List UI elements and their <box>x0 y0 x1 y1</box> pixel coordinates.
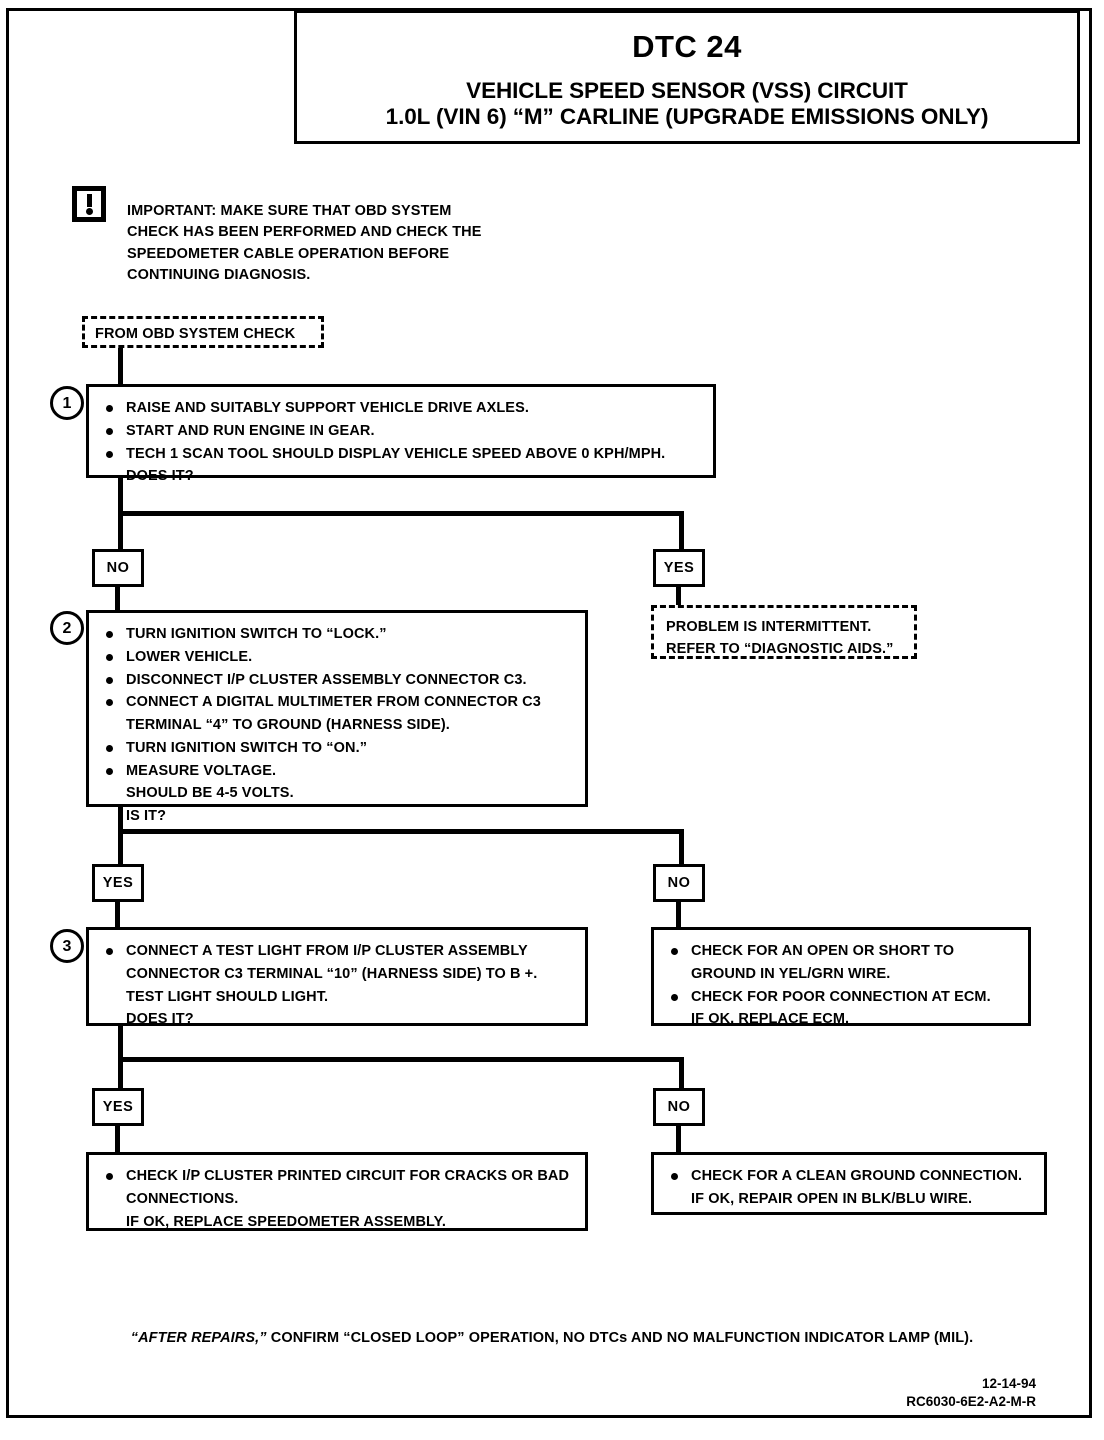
step1-box: RAISE AND SUITABLY SUPPORT VEHICLE DRIVE… <box>86 384 716 484</box>
connector-no1-to-step2 <box>115 587 120 612</box>
step2-bullet-2: LOWER VEHICLE. <box>101 647 575 669</box>
ecm-bullet-1-cont: GROUND IN YEL/GRN WIRE. <box>691 965 891 982</box>
cluster-bullet-1: CHECK I/P CLUSTER PRINTED CIRCUIT FOR CR… <box>101 1166 575 1188</box>
step-number-3: 3 <box>50 929 84 963</box>
connector-step2-to-no <box>679 829 684 866</box>
branch3-yes-label: YES <box>92 1088 144 1126</box>
branch1-no-label: NO <box>92 549 144 587</box>
step1-bullet-2: START AND RUN ENGINE IN GEAR. <box>101 421 703 443</box>
connector-entry-to-step1 <box>118 348 123 386</box>
entry-node-from-obd-system-check: FROM OBD SYSTEM CHECK <box>82 316 324 348</box>
cluster-bullet-1-cont: CONNECTIONS. <box>126 1190 239 1207</box>
connector-yes1-to-intermittent <box>676 587 681 607</box>
step2-bullet-4: CONNECT A DIGITAL MULTIMETER FROM CONNEC… <box>101 692 575 714</box>
cluster-check-box: CHECK I/P CLUSTER PRINTED CIRCUIT FOR CR… <box>86 1152 588 1231</box>
important-line-3: SPEEDOMETER CABLE OPERATION BEFORE <box>127 245 450 262</box>
step1-bullet-1: RAISE AND SUITABLY SUPPORT VEHICLE DRIVE… <box>101 398 703 420</box>
ground-bullet-1-cont: IF OK, REPAIR OPEN IN BLK/BLU WIRE. <box>691 1190 973 1207</box>
cluster-bullet-1-cont2: IF OK, REPLACE SPEEDOMETER ASSEMBLY. <box>126 1213 446 1230</box>
intermittent-box: PROBLEM IS INTERMITTENT. REFER TO “DIAGN… <box>651 605 917 659</box>
step3-box: CONNECT A TEST LIGHT FROM I/P CLUSTER AS… <box>86 927 588 1027</box>
step3-bullet-1-cont2: TEST LIGHT SHOULD LIGHT. <box>126 988 329 1005</box>
branch1-yes-label: YES <box>653 549 705 587</box>
ecm-bullet-2: CHECK FOR POOR CONNECTION AT ECM. <box>666 987 1018 1009</box>
page-border <box>6 8 1092 1418</box>
ecm-bullet-2-cont: IF OK, REPLACE ECM. <box>691 1011 850 1028</box>
header-subtitle-line2: 1.0L (VIN 6) “M” CARLINE (UPGRADE EMISSI… <box>385 104 989 130</box>
ground-check-box: CHECK FOR A CLEAN GROUND CONNECTION. IF … <box>651 1152 1047 1215</box>
step2-box: TURN IGNITION SWITCH TO “LOCK.” LOWER VE… <box>86 610 588 824</box>
connector-step2-horizontal <box>118 829 684 834</box>
connector-step1-to-yes <box>679 511 684 551</box>
step2-bullet-3: DISCONNECT I/P CLUSTER ASSEMBLY CONNECTO… <box>101 670 575 692</box>
exclamation-box-icon <box>72 186 106 222</box>
important-line-1: IMPORTANT: MAKE SURE THAT OBD SYSTEM <box>127 203 452 219</box>
branch2-no-label: NO <box>653 864 705 902</box>
branch2-yes-label: YES <box>92 864 144 902</box>
step-number-2: 2 <box>50 611 84 645</box>
connector-step1-horizontal <box>118 511 684 516</box>
connector-yes2-to-step3 <box>115 902 120 929</box>
dtc-code: DTC 24 <box>632 29 742 64</box>
after-repairs-rest: CONFIRM “CLOSED LOOP” OPERATION, NO DTCs… <box>266 1330 974 1346</box>
step-number-1: 1 <box>50 386 84 420</box>
step1-question: DOES IT? <box>126 468 194 485</box>
connector-step2-down <box>118 807 123 878</box>
important-line-4: CONTINUING DIAGNOSIS. <box>127 266 311 283</box>
intermittent-line-1: PROBLEM IS INTERMITTENT. <box>666 619 872 635</box>
step2-bullet-6-cont: SHOULD BE 4-5 VOLTS. <box>126 785 294 802</box>
after-repairs-italic: “AFTER REPAIRS,” <box>130 1330 267 1346</box>
connector-step1-down <box>118 478 123 556</box>
step1-bullet-3: TECH 1 SCAN TOOL SHOULD DISPLAY VEHICLE … <box>101 444 703 466</box>
step2-bullet-6: MEASURE VOLTAGE. <box>101 761 575 783</box>
document-meta: 12-14-94 RC6030-6E2-A2-M-R <box>906 1375 1036 1411</box>
step3-bullet-1-cont: CONNECTOR C3 TERMINAL “10” (HARNESS SIDE… <box>126 965 538 982</box>
header-title-box: DTC 24 VEHICLE SPEED SENSOR (VSS) CIRCUI… <box>294 10 1080 144</box>
connector-yes3-to-cluster <box>115 1126 120 1154</box>
exclamation-bar <box>86 194 92 207</box>
ecm-check-box: CHECK FOR AN OPEN OR SHORT TO GROUND IN … <box>651 927 1031 1027</box>
step2-bullet-4-cont: TERMINAL “4” TO GROUND (HARNESS SIDE). <box>126 717 450 733</box>
connector-step3-down <box>118 1026 123 1098</box>
important-note: IMPORTANT: MAKE SURE THAT OBD SYSTEM CHE… <box>127 201 547 286</box>
document-date: 12-14-94 <box>981 1376 1036 1391</box>
header-subtitle-line1: VEHICLE SPEED SENSOR (VSS) CIRCUIT <box>466 78 908 103</box>
connector-step3-to-no <box>679 1057 684 1089</box>
step3-bullet-1: CONNECT A TEST LIGHT FROM I/P CLUSTER AS… <box>101 941 575 963</box>
step2-bullet-5: TURN IGNITION SWITCH TO “ON.” <box>101 738 575 760</box>
exclamation-dot <box>85 208 93 215</box>
document-code: RC6030-6E2-A2-M-R <box>906 1394 1036 1410</box>
important-line-2: CHECK HAS BEEN PERFORMED AND CHECK THE <box>127 224 482 241</box>
connector-no3-to-ground <box>676 1126 681 1154</box>
connector-no2-to-ecm <box>676 902 681 929</box>
step3-question: DOES IT? <box>126 1011 194 1028</box>
step2-bullet-1: TURN IGNITION SWITCH TO “LOCK.” <box>101 624 575 646</box>
ground-bullet-1: CHECK FOR A CLEAN GROUND CONNECTION. <box>666 1166 1034 1188</box>
ecm-bullet-1: CHECK FOR AN OPEN OR SHORT TO <box>666 941 1018 963</box>
entry-node-label: FROM OBD SYSTEM CHECK <box>95 326 296 342</box>
connector-step3-horizontal <box>118 1057 684 1062</box>
after-repairs-note: “AFTER REPAIRS,” CONFIRM “CLOSED LOOP” O… <box>0 1330 1104 1346</box>
step2-question: IS IT? <box>126 808 167 824</box>
branch3-no-label: NO <box>653 1088 705 1126</box>
intermittent-line-2: REFER TO “DIAGNOSTIC AIDS.” <box>666 640 894 657</box>
